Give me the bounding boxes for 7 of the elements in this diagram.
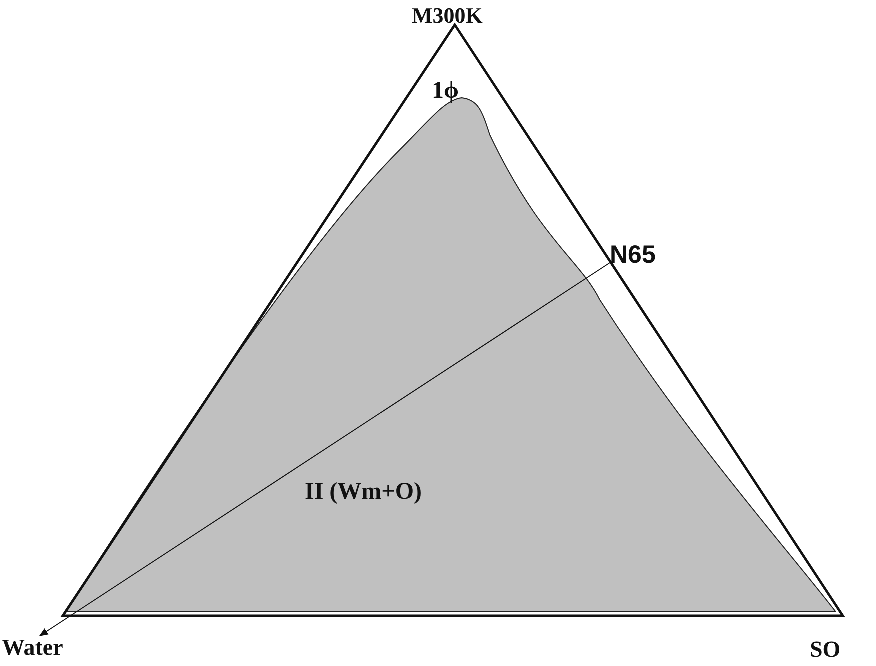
vertex-label: SO xyxy=(810,638,841,661)
vertex-label: Water xyxy=(2,636,64,659)
region-label: II (Wm+O) xyxy=(305,480,422,504)
vertex-label: N65 xyxy=(610,243,656,268)
phase-label: 1ϕ xyxy=(432,79,459,103)
vertex-label: M300K xyxy=(412,5,483,27)
dilution-line xyxy=(39,262,610,636)
